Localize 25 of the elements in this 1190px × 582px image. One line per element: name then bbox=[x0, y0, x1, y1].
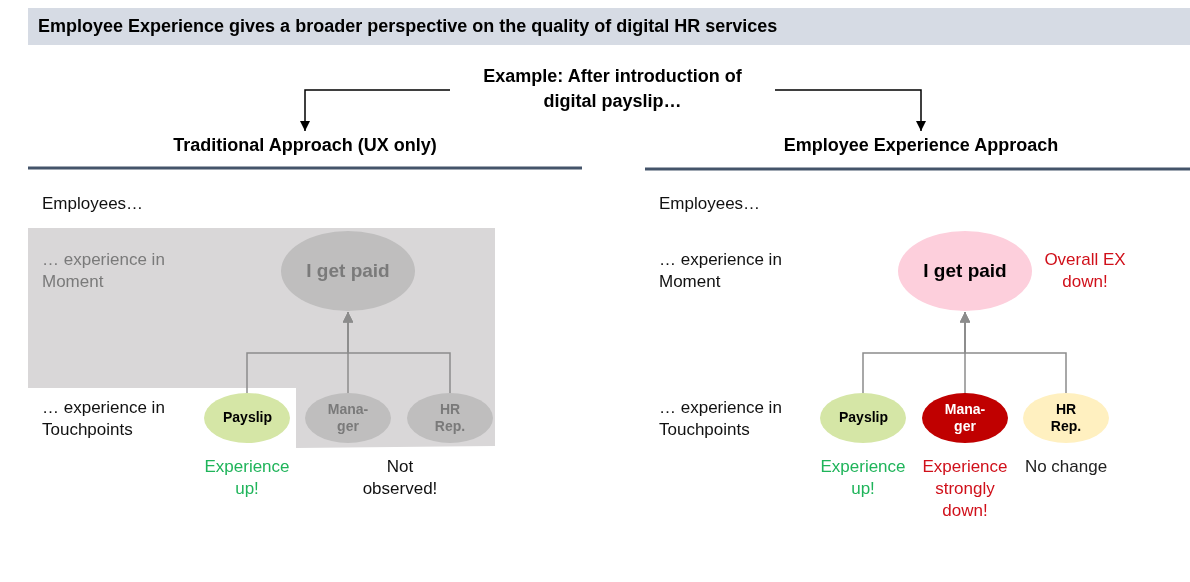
row-label: … experience in Touchpoints bbox=[659, 397, 783, 441]
row-label: Employees… bbox=[659, 193, 762, 215]
annotation-text: Experience up! bbox=[819, 456, 907, 500]
ellipse-node: I get paid bbox=[898, 231, 1032, 311]
arrow bbox=[299, 89, 451, 132]
ellipse-node: HR Rep. bbox=[1023, 393, 1109, 443]
row-label: Not observed! bbox=[361, 456, 439, 500]
annotation-text: Experience strongly down! bbox=[921, 456, 1009, 522]
arrow bbox=[959, 311, 1067, 394]
row-label: … experience in Touchpoints bbox=[42, 397, 166, 441]
approach-heading: Traditional Approach (UX only) bbox=[130, 133, 480, 157]
annotation-text: Overall EX down! bbox=[1043, 249, 1127, 293]
row-label: … experience in Moment bbox=[659, 249, 783, 293]
annotation-text: No change bbox=[1023, 456, 1109, 478]
ellipse-node: Payslip bbox=[820, 393, 906, 443]
approach-heading: Employee Experience Approach bbox=[746, 133, 1096, 157]
arrow bbox=[774, 89, 927, 132]
row-label: … experience in Moment bbox=[42, 249, 166, 293]
annotation-text: Experience up! bbox=[203, 456, 291, 500]
row-label: Employees… bbox=[42, 193, 145, 215]
arrow bbox=[342, 311, 451, 394]
title-banner: Employee Experience gives a broader perspective on the quality of digital HR services bbox=[28, 8, 1190, 45]
ellipse-node: Mana-ger bbox=[922, 393, 1008, 443]
heading-text: Example: After introduction of digital payslip… bbox=[455, 64, 770, 116]
ellipse-node: Payslip bbox=[204, 393, 290, 443]
